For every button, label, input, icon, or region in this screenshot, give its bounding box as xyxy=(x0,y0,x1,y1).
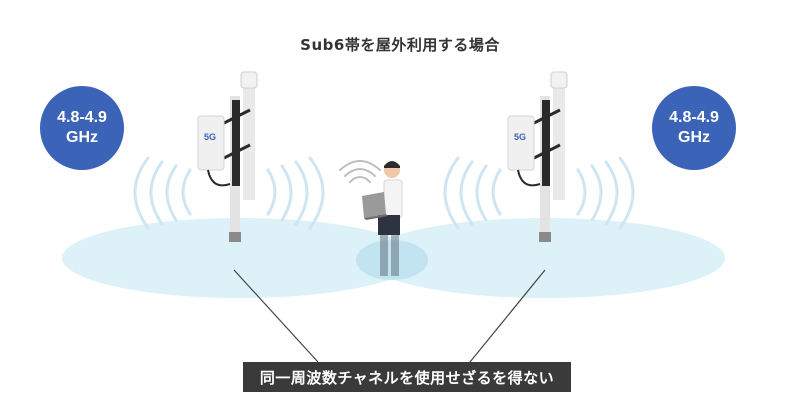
overlap-area xyxy=(356,240,428,280)
diagram-title: Sub6帯を屋外利用する場合 xyxy=(300,36,500,54)
frequency-badge-left-unit: GHz xyxy=(66,129,98,146)
antenna-tower-right xyxy=(507,71,568,242)
pointer-line-left xyxy=(233,269,319,363)
signal-waves-right xyxy=(443,156,635,230)
frequency-badge-left-range: 4.8-4.9 xyxy=(57,109,107,126)
coverage-area-right xyxy=(365,218,725,298)
frequency-badge-right-unit: GHz xyxy=(678,129,710,146)
frequency-badge-right-range: 4.8-4.9 xyxy=(669,109,719,126)
wifi-icon xyxy=(339,160,381,183)
caption-text: 同一周波数チャネルを使用せざるを得ない xyxy=(259,368,555,387)
person-with-laptop xyxy=(362,161,403,276)
frequency-badge-right: 4.8-4.9 GHz xyxy=(652,86,736,170)
coverage-area-left xyxy=(62,218,418,298)
pointer-line-right xyxy=(469,269,546,363)
antenna-label-left: 5G xyxy=(204,132,216,142)
signal-waves-left xyxy=(133,156,325,230)
frequency-badge-left: 4.8-4.9 GHz xyxy=(40,86,124,170)
caption-banner: 同一周波数チャネルを使用せざるを得ない xyxy=(243,362,571,392)
antenna-label-right: 5G xyxy=(514,132,526,142)
antenna-tower-left xyxy=(197,71,258,242)
